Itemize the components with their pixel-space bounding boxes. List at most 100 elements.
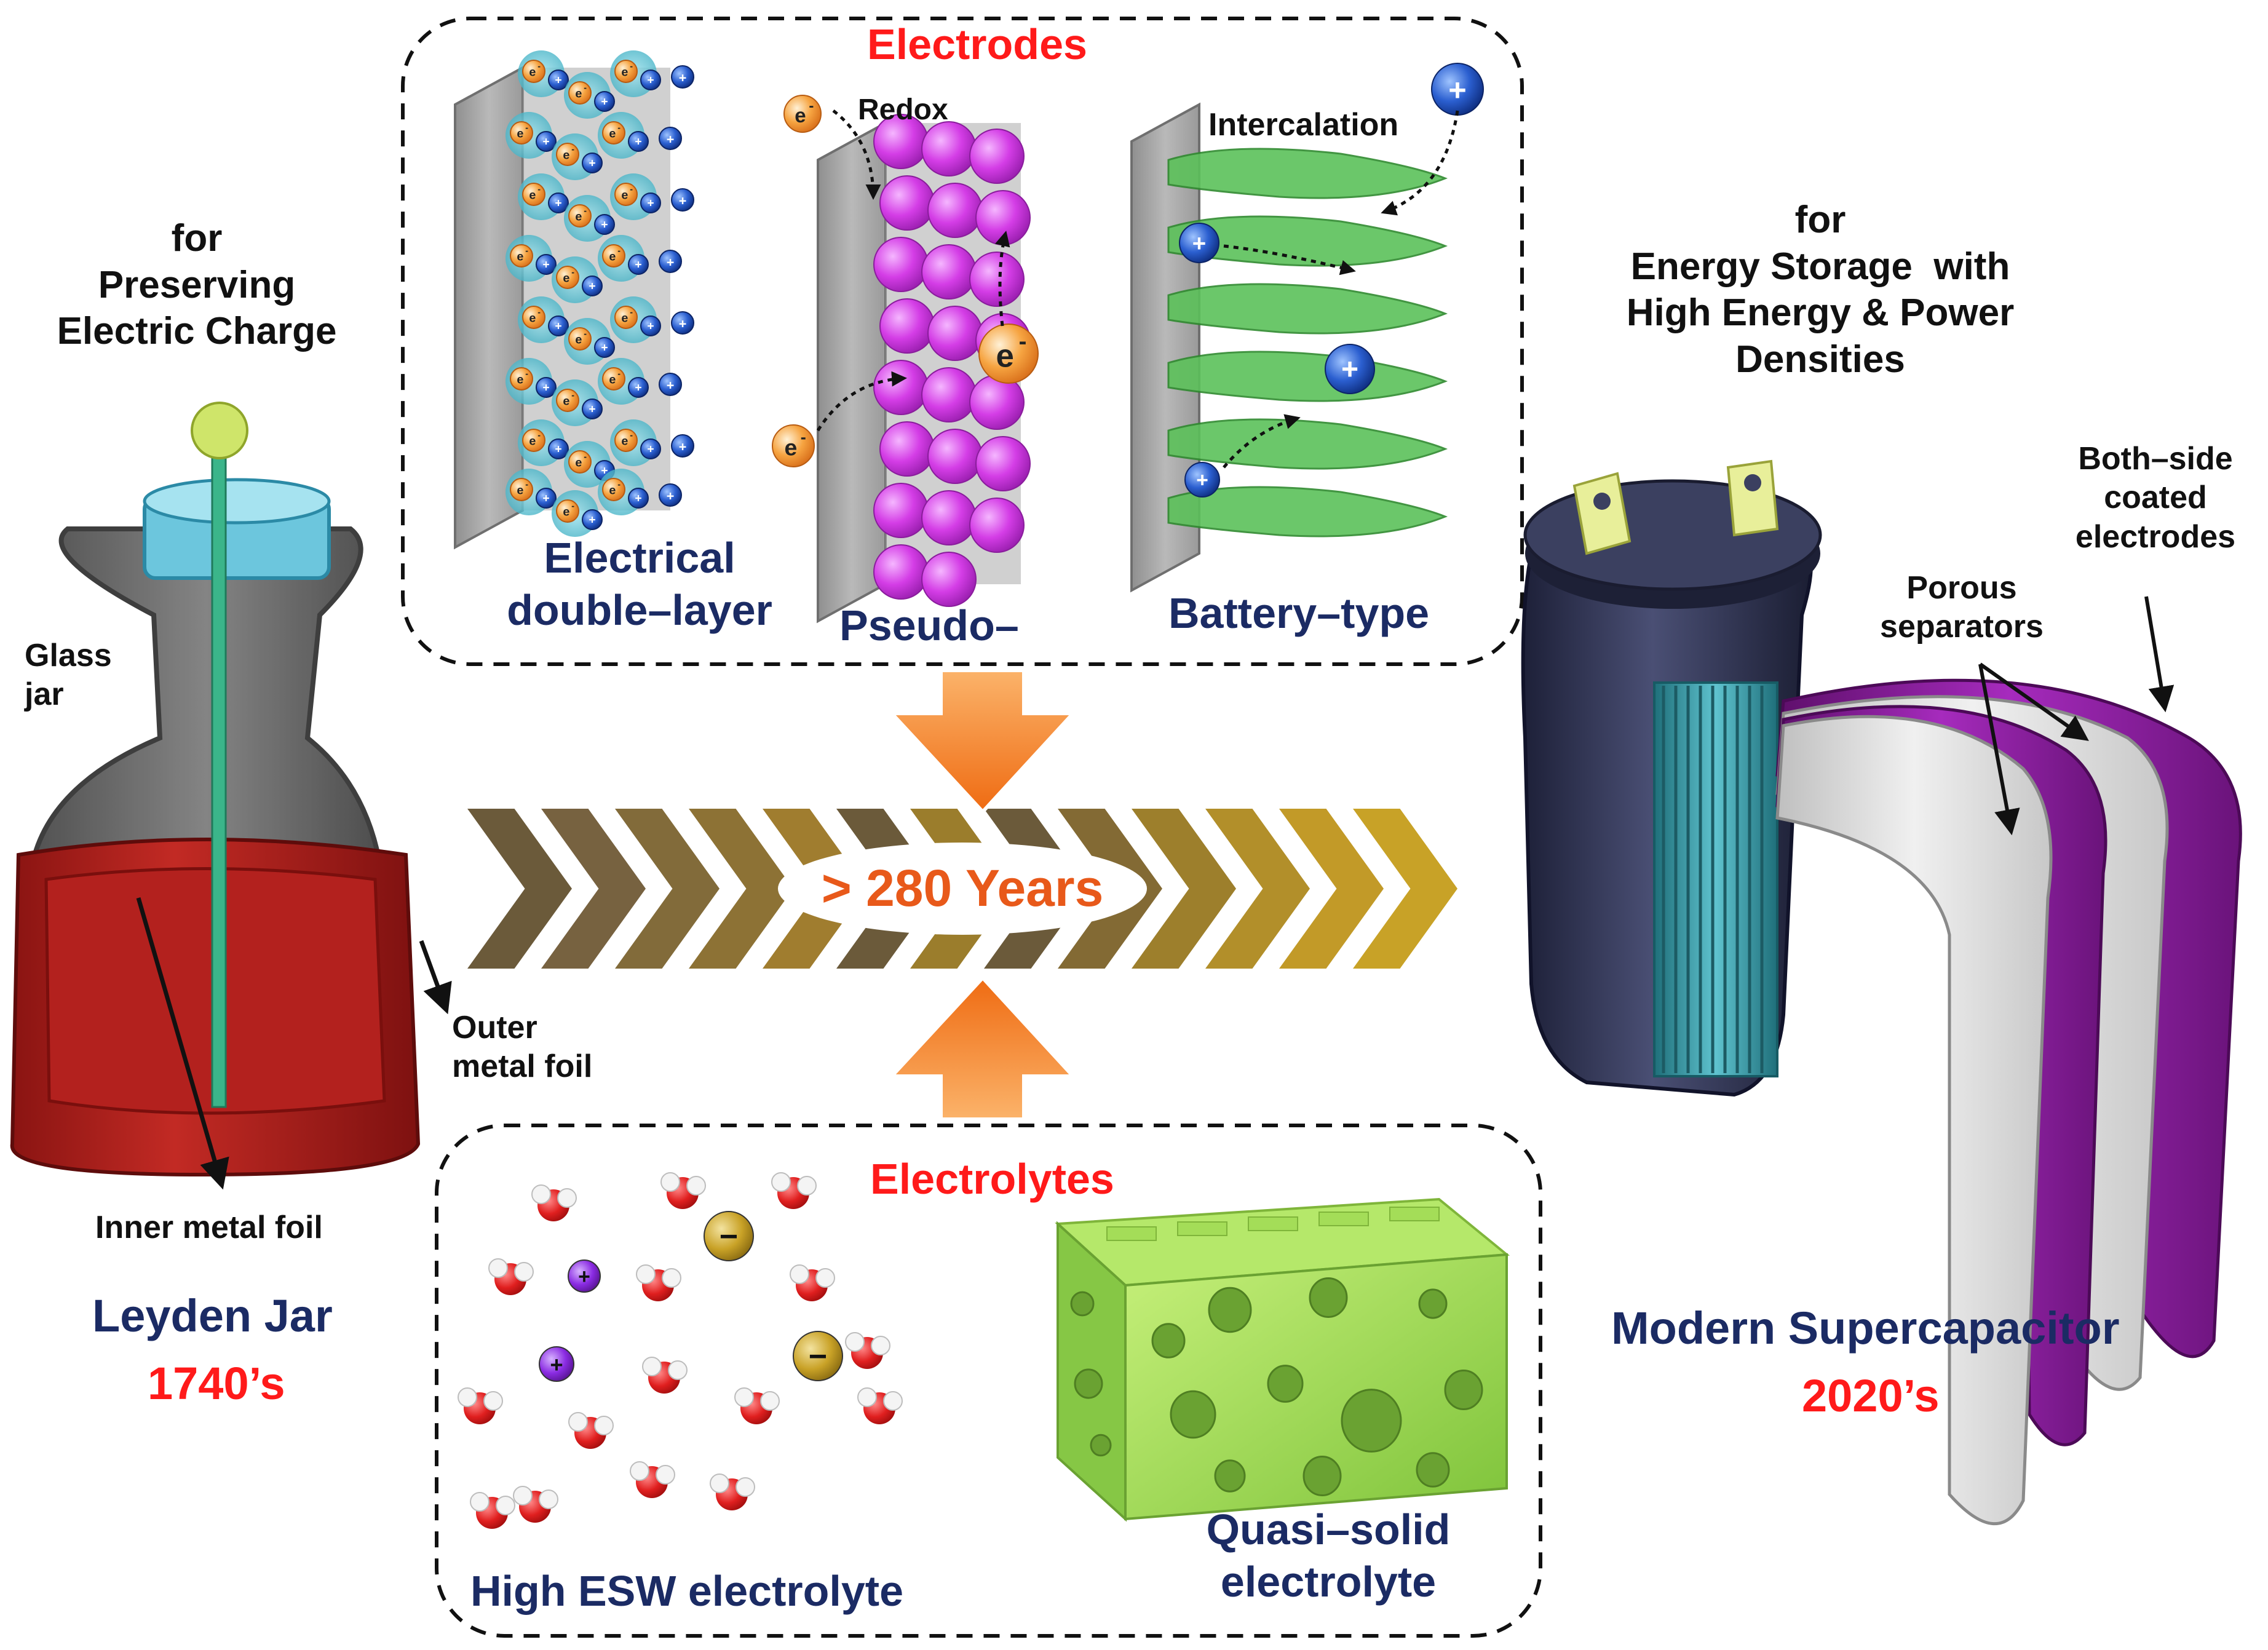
water-hydrogen-icon bbox=[736, 1477, 755, 1497]
timeline-chevron-icon bbox=[689, 809, 793, 969]
electrodes-panel: e-+e-+e-++e-+e-+e-++e-+e-+e-++e-+e-+e-++… bbox=[401, 17, 1524, 666]
pseudo-sphere-icon bbox=[921, 121, 977, 177]
timeline-chevron-icon bbox=[1205, 809, 1310, 969]
cation-symbol: + bbox=[1341, 354, 1358, 386]
cation-ion-icon bbox=[568, 1259, 601, 1293]
both-side-label: Both–side coated electrodes bbox=[2075, 441, 2236, 555]
electron-icon bbox=[556, 266, 579, 289]
electron-symbol: e bbox=[609, 483, 616, 497]
gel-pore-icon bbox=[1267, 1365, 1304, 1403]
gel-pore-icon bbox=[1070, 1291, 1095, 1317]
cation-icon bbox=[659, 250, 682, 273]
electron-charge: - bbox=[809, 98, 814, 114]
water-hydrogen-icon bbox=[668, 1360, 688, 1380]
water-hydrogen-icon bbox=[470, 1492, 490, 1512]
quasi-solid-label: Quasi–solid electrolyte bbox=[1206, 1505, 1451, 1606]
pseudo-sphere-icon bbox=[927, 429, 983, 484]
cation-icon bbox=[582, 509, 603, 530]
cation-symbol: + bbox=[601, 219, 608, 232]
cation-icon bbox=[1325, 344, 1375, 394]
water-hydrogen-icon bbox=[815, 1268, 835, 1288]
water-hydrogen-icon bbox=[662, 1268, 681, 1288]
water-hydrogen-icon bbox=[557, 1188, 577, 1208]
outer-foil-pointer bbox=[419, 940, 452, 1015]
jar-cap-top bbox=[143, 478, 331, 525]
pseudo-sphere-icon bbox=[873, 544, 929, 600]
anion-ion-icon-symbol: − bbox=[809, 1339, 827, 1374]
electron-charge: - bbox=[630, 61, 633, 71]
electron-symbol: e bbox=[563, 148, 569, 162]
electron-symbol: e bbox=[996, 338, 1014, 374]
electron-symbol: e bbox=[517, 483, 523, 497]
water-hydrogen-icon bbox=[686, 1176, 706, 1196]
pseudo-sphere-icon bbox=[927, 306, 983, 361]
timeline-chevron-icon bbox=[1279, 809, 1384, 969]
electron-icon bbox=[556, 499, 579, 523]
cation-icon bbox=[548, 438, 569, 459]
gel-pore-icon bbox=[1074, 1368, 1103, 1399]
electron-charge: - bbox=[571, 145, 574, 154]
edl-ion-layer: e-+e-+e-++e-+e-+e-++e-+e-+e-++e-+e-+e-++… bbox=[506, 50, 694, 537]
cation-symbol: + bbox=[647, 443, 654, 456]
electron-symbol: e bbox=[563, 271, 569, 285]
electrolytes-frame bbox=[435, 1124, 1542, 1638]
electron-icon bbox=[978, 323, 1039, 384]
electron-symbol: e bbox=[795, 104, 806, 127]
electron-charge: - bbox=[584, 206, 587, 216]
cation-ion-icon-symbol: + bbox=[578, 1265, 590, 1288]
water-hydrogen-icon bbox=[790, 1264, 809, 1284]
cation-symbol: + bbox=[555, 74, 561, 87]
gel-pore-icon bbox=[1214, 1459, 1246, 1493]
cation-symbol: + bbox=[635, 136, 641, 149]
electron-symbol: e bbox=[575, 456, 582, 469]
supercapacitor-name: Modern Supercapacitor bbox=[1611, 1303, 2120, 1354]
electron-symbol: e bbox=[621, 65, 628, 79]
water-hydrogen-icon bbox=[642, 1357, 662, 1376]
pseudo-sphere-icon bbox=[879, 298, 935, 354]
cation-ion-icon-symbol: + bbox=[550, 1352, 563, 1378]
cation-symbol: + bbox=[635, 493, 641, 506]
edl-label: Electrical double–layer bbox=[507, 534, 772, 635]
core-winding-lines bbox=[1662, 686, 1764, 1073]
supercap-purpose: for Energy Storage with High Energy & Po… bbox=[1626, 199, 2015, 381]
electron-charge: - bbox=[537, 430, 541, 440]
water-hydrogen-icon bbox=[488, 1258, 508, 1278]
cation-icon bbox=[671, 434, 694, 458]
graphite-sheet-icon bbox=[1167, 351, 1448, 402]
intercalation-arrow-2 bbox=[1223, 244, 1356, 276]
cation-symbol: + bbox=[555, 320, 561, 333]
electron-icon bbox=[614, 429, 638, 452]
pseudo-sphere-icon bbox=[921, 244, 977, 299]
cation-icon bbox=[628, 377, 649, 398]
gel-pore-icon bbox=[1303, 1456, 1342, 1496]
leyden-jar-name: Leyden Jar bbox=[92, 1290, 333, 1341]
water-hydrogen-icon bbox=[710, 1473, 729, 1493]
electron-icon bbox=[556, 389, 579, 412]
water-hydrogen-icon bbox=[771, 1172, 791, 1192]
water-hydrogen-icon bbox=[568, 1412, 588, 1432]
cation-symbol: + bbox=[542, 493, 549, 506]
porous-pointer-b bbox=[1978, 664, 2020, 836]
electron-icon bbox=[568, 327, 592, 351]
porous-separators-label: Porous separators bbox=[1880, 570, 2044, 645]
cation-icon bbox=[628, 488, 649, 509]
water-hydrogen-icon bbox=[513, 1486, 533, 1505]
electron-icon bbox=[568, 81, 592, 105]
electron-charge: - bbox=[630, 307, 633, 317]
cation-symbol: + bbox=[555, 197, 561, 210]
timeline-chevron-icon bbox=[541, 809, 646, 969]
cation-icon bbox=[659, 373, 682, 396]
cation-icon bbox=[536, 488, 557, 509]
pseudo-sphere-icon bbox=[879, 421, 935, 477]
cation-symbol: + bbox=[647, 320, 654, 333]
electron-icon bbox=[510, 244, 533, 268]
timeline-label: > 280 Years bbox=[821, 859, 1104, 917]
electron-icon bbox=[602, 367, 625, 391]
water-hydrogen-icon bbox=[760, 1391, 780, 1411]
cation-symbol: + bbox=[589, 403, 595, 416]
cation-symbol: + bbox=[667, 378, 675, 393]
gel-pore-layer bbox=[1070, 1207, 1483, 1496]
electron-charge: - bbox=[630, 184, 633, 194]
cation-symbol: + bbox=[1196, 469, 1208, 492]
